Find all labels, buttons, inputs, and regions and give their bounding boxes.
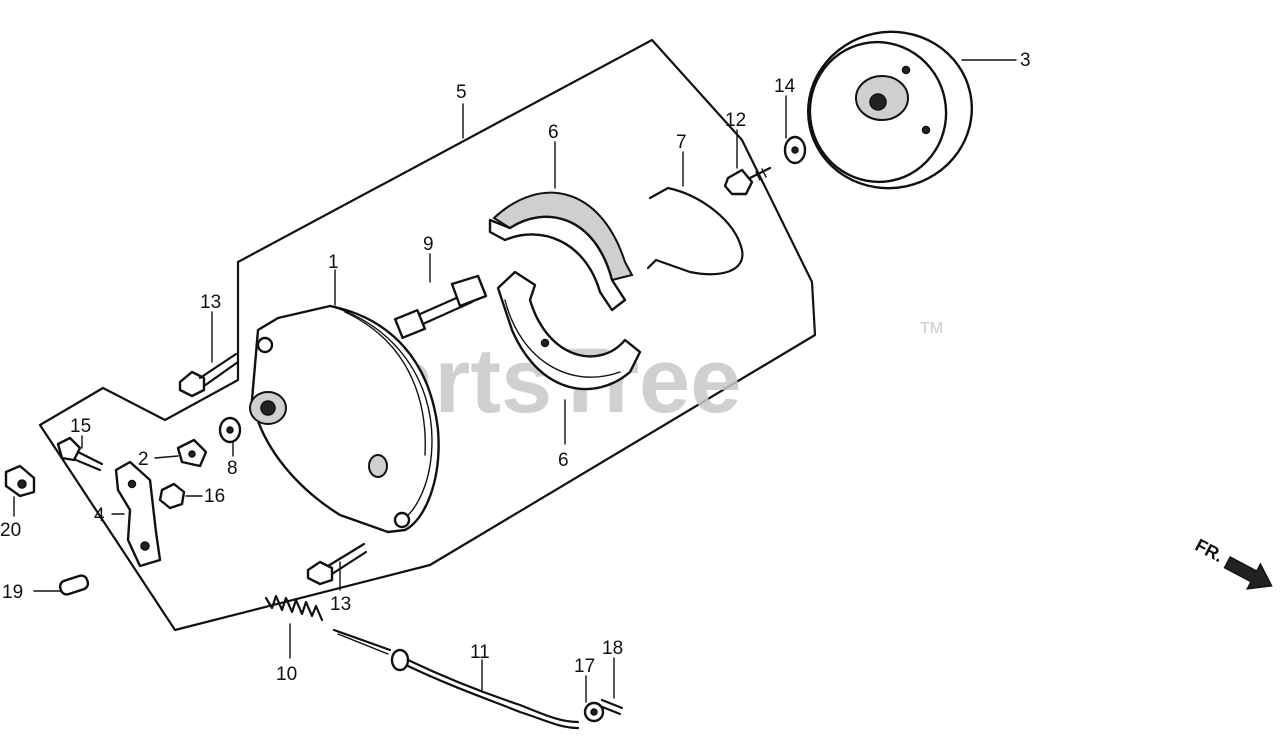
front-direction-indicator: FR. bbox=[1192, 535, 1273, 590]
front-label: FR. bbox=[1192, 535, 1227, 566]
part-15-bolt[interactable] bbox=[56, 436, 104, 472]
callout-6-lower: 6 bbox=[558, 450, 569, 471]
part-12-flange-bolt[interactable] bbox=[723, 166, 772, 196]
front-arrow-icon bbox=[1223, 556, 1273, 590]
part-4-brake-arm[interactable] bbox=[114, 460, 162, 568]
callout-13-upper: 13 bbox=[200, 292, 221, 313]
callout-7: 7 bbox=[676, 132, 687, 153]
part-7-spring[interactable] bbox=[646, 186, 744, 276]
callout-16: 16 bbox=[204, 486, 225, 507]
part-18-cotter-pin[interactable] bbox=[598, 698, 624, 716]
leader-lines bbox=[13, 59, 1017, 703]
callout-2: 2 bbox=[138, 449, 149, 470]
callout-18: 18 bbox=[602, 638, 623, 659]
part-13-bolt-lower[interactable] bbox=[306, 542, 368, 586]
part-9-brake-cam[interactable] bbox=[393, 274, 488, 339]
callout-12: 12 bbox=[725, 110, 746, 131]
callout-1: 1 bbox=[328, 252, 339, 273]
callout-20: 20 bbox=[0, 520, 21, 541]
part-11-brake-rod[interactable] bbox=[332, 628, 580, 730]
part-13-bolt-upper[interactable] bbox=[178, 352, 240, 398]
callout-4: 4 bbox=[94, 505, 105, 526]
part-17-washer[interactable] bbox=[583, 701, 605, 723]
callout-6-upper: 6 bbox=[548, 122, 559, 143]
callout-9: 9 bbox=[423, 234, 434, 255]
callout-labels: 1 2 3 4 5 6 6 7 8 9 10 11 12 13 13 14 15… bbox=[0, 50, 1031, 685]
part-20-nut[interactable] bbox=[4, 464, 36, 498]
part-6-brake-shoe-upper[interactable] bbox=[488, 191, 634, 312]
callout-19: 19 bbox=[2, 582, 23, 603]
part-8-washer[interactable] bbox=[218, 416, 242, 444]
part-6-brake-shoe-lower[interactable] bbox=[496, 270, 642, 391]
callout-15: 15 bbox=[70, 416, 91, 437]
part-3-brake-drum[interactable] bbox=[794, 17, 987, 204]
callout-13-lower: 13 bbox=[330, 594, 351, 615]
part-16-nut[interactable] bbox=[158, 482, 186, 510]
callout-3: 3 bbox=[1020, 50, 1031, 71]
part-10-return-spring[interactable] bbox=[264, 594, 324, 622]
callout-14: 14 bbox=[774, 76, 796, 97]
callout-10: 10 bbox=[276, 664, 297, 685]
callout-8: 8 bbox=[227, 458, 238, 479]
part-2-indicator[interactable] bbox=[176, 438, 208, 468]
assembly-boundary-5 bbox=[38, 38, 817, 632]
callout-11: 11 bbox=[470, 642, 490, 663]
callout-17: 17 bbox=[574, 656, 595, 677]
part-14-washer[interactable] bbox=[783, 135, 807, 165]
part-1-brake-panel[interactable] bbox=[249, 304, 440, 534]
watermark-trademark: TM bbox=[920, 320, 943, 337]
callout-5: 5 bbox=[456, 82, 467, 103]
part-19-pin[interactable] bbox=[58, 574, 90, 596]
